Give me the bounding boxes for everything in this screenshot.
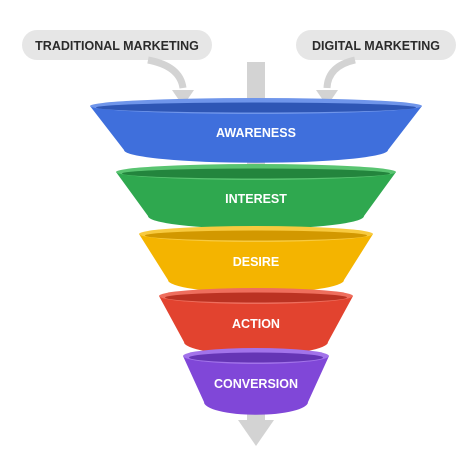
callout-traditional-arrowhead: [172, 90, 194, 106]
funnel-stage-action: ACTION: [159, 288, 353, 355]
callout-digital-connector: [323, 56, 356, 89]
funnel-stage-interest: INTEREST: [116, 164, 396, 229]
funnel-stage-conversion: CONVERSION: [183, 348, 329, 415]
funnel-stage-body: [183, 356, 329, 415]
funnel-stage-label: ACTION: [232, 317, 280, 331]
funnel-stage-label: DESIRE: [233, 255, 280, 269]
funnel-stage-label: AWARENESS: [216, 126, 296, 140]
funnel-stage-rim-inner: [189, 352, 323, 363]
funnel-stage-rim-inner: [165, 292, 347, 303]
callout-digital-arrowhead: [316, 90, 338, 106]
funnel-stage-body: [90, 106, 422, 163]
callout-traditional-connector: [147, 56, 187, 89]
callout-digital-label: DIGITAL MARKETING: [312, 39, 440, 53]
funnel-stage-body: [139, 234, 373, 293]
funnel-stage-rim-inner: [122, 168, 390, 179]
callout-digital-bg: [296, 30, 456, 60]
funnel-stage-awareness: AWARENESS: [90, 98, 422, 163]
callout-digital-marketing: DIGITAL MARKETING: [296, 30, 456, 106]
funnel-stage-rim-inner: [96, 102, 416, 113]
callout-traditional-label: TRADITIONAL MARKETING: [35, 39, 199, 53]
flow-arrow-head: [238, 420, 274, 446]
funnel-stage-desire: DESIRE: [139, 226, 373, 293]
callout-traditional-marketing: TRADITIONAL MARKETING: [22, 30, 212, 106]
funnel-stage-label: INTEREST: [225, 192, 287, 206]
callout-traditional-bg: [22, 30, 212, 60]
funnel-stage-body: [116, 172, 396, 229]
funnel-layers: AWARENESS INTEREST DESIRE ACTION CONVERSION: [90, 98, 422, 415]
funnel-stage-rim-inner: [145, 230, 367, 241]
funnel-stage-body: [159, 296, 353, 355]
funnel-stage-label: CONVERSION: [214, 377, 298, 391]
